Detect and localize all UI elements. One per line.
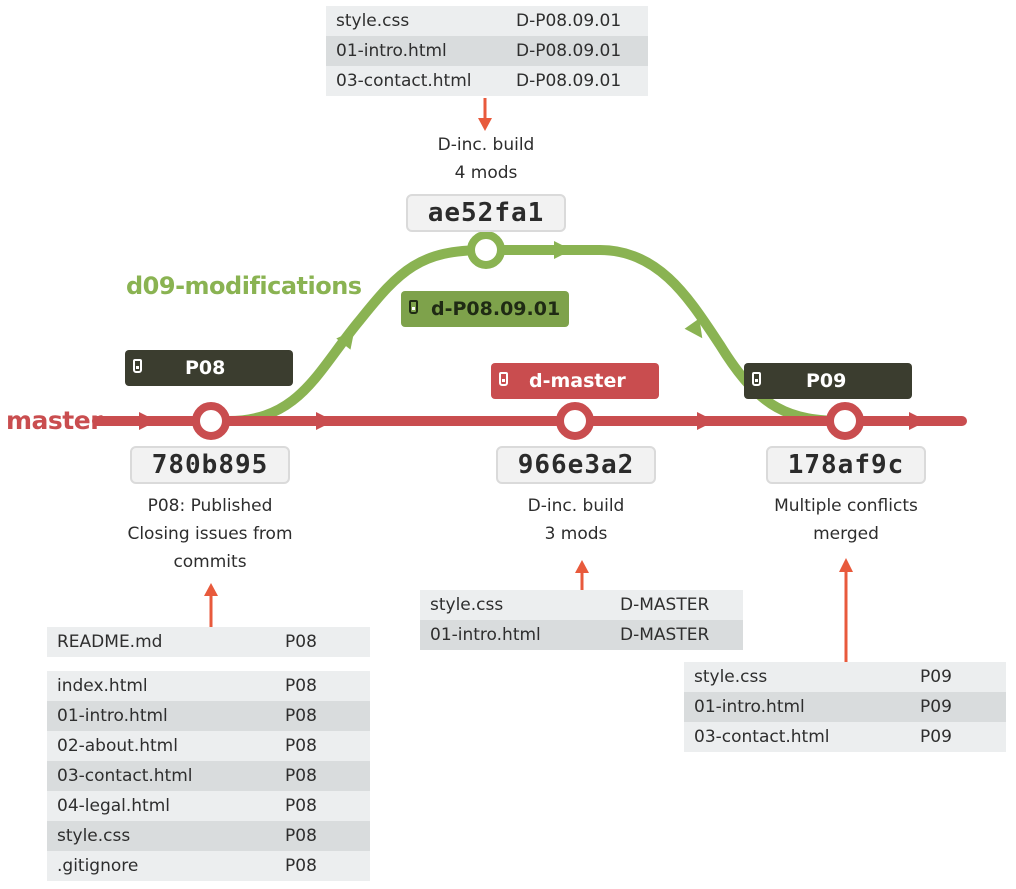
master-direction-arrow [909,412,927,430]
file-tag: P09 [920,727,952,747]
file-row: style.css P08 [47,821,370,851]
file-name: 01-intro.html [694,697,805,717]
file-tag: P08 [285,856,317,876]
file-name: style.css [336,11,410,31]
file-row: 01-intro.html D-P08.09.01 [326,36,648,66]
file-row: 03-contact.html D-P08.09.01 [326,66,648,96]
tag-p08[interactable]: P08 [125,350,293,386]
caption-line: D-inc. build [527,496,625,516]
file-row: 01-intro.html P09 [684,692,1006,722]
file-tag: P09 [920,667,952,687]
file-tag: D-P08.09.01 [516,71,622,91]
caption-line: merged [813,524,879,544]
master-direction-arrow [697,412,715,430]
file-name: 03-contact.html [694,727,830,747]
commit-caption-ae52fa1: D-inc. build 4 mods [366,131,606,187]
callout-arrowhead [575,560,589,573]
branch-direction-arrow [684,318,703,339]
file-name: 04-legal.html [57,796,171,816]
file-row: style.css P09 [684,662,1006,692]
commit-hash-178af9c[interactable]: 178af9c [766,446,926,484]
branch-label-d09-modifications: d09-modifications [126,272,362,300]
commit-hash-ae52fa1[interactable]: ae52fa1 [406,194,566,232]
tag-p09[interactable]: P09 [744,363,912,399]
callout-arrowhead [839,558,853,572]
master-direction-arrow [139,412,157,430]
file-tag: D-MASTER [620,595,710,615]
tag-label: P08 [185,357,226,379]
file-row: 01-intro.html P08 [47,701,370,731]
file-name: 01-intro.html [430,625,541,645]
caption-line: 3 mods [544,524,608,544]
commit-caption-178af9c: Multiple conflicts merged [726,492,966,548]
commit-node-178af9c [826,402,864,440]
commit-caption-780b895: P08: Published Closing issues from commi… [90,492,330,576]
file-row: 03-contact.html P09 [684,722,1006,752]
tag-label: P09 [806,370,847,392]
tag-label: d-master [529,370,626,392]
commit-node-780b895 [192,402,230,440]
file-row: README.md P08 [47,627,370,657]
commit-node-966e3a2 [556,402,594,440]
file-row: index.html P08 [47,671,370,701]
caption-line: D-inc. build [437,135,535,155]
branch-direction-arrow [554,241,572,259]
caption-line: P08: Published [147,496,273,516]
file-tag: P08 [285,676,317,696]
file-tag: P08 [285,736,317,756]
commit-hash-966e3a2[interactable]: 966e3a2 [496,446,656,484]
file-name: 02-about.html [57,736,178,756]
callout-arrowhead [204,583,218,596]
file-name: 01-intro.html [57,706,168,726]
file-row: 02-about.html P08 [47,731,370,761]
file-name: style.css [57,826,131,846]
file-row: 01-intro.html D-MASTER [420,620,743,650]
tag-icon [752,372,761,386]
file-name: 03-contact.html [336,71,472,91]
file-name: 03-contact.html [57,766,193,786]
file-tag: P08 [285,796,317,816]
commit-caption-966e3a2: D-inc. build 3 mods [456,492,696,548]
tag-icon [499,372,508,386]
file-tag: D-MASTER [620,625,710,645]
file-name: 01-intro.html [336,41,447,61]
file-row: 03-contact.html P08 [47,761,370,791]
file-name: .gitignore [57,856,139,876]
file-name: style.css [430,595,504,615]
file-tag: D-P08.09.01 [516,11,622,31]
tag-d-p08-09-01[interactable]: d-P08.09.01 [401,291,569,327]
file-tag: P08 [285,706,317,726]
file-row: style.css D-P08.09.01 [326,6,648,36]
tag-label: d-P08.09.01 [431,298,561,320]
file-tag: P08 [285,632,317,652]
file-name: README.md [57,632,163,652]
commit-hash-780b895[interactable]: 780b895 [130,446,290,484]
file-tag: P08 [285,766,317,786]
file-tag: D-P08.09.01 [516,41,622,61]
file-tag: P08 [285,826,317,846]
branch-label-master: master [6,406,103,435]
tag-d-master[interactable]: d-master [491,363,659,399]
file-row: style.css D-MASTER [420,590,743,620]
master-direction-arrow [316,412,334,430]
callout-arrowhead [478,118,492,131]
file-tag: P09 [920,697,952,717]
caption-line: commits [173,552,247,572]
file-row: 04-legal.html P08 [47,791,370,821]
tag-icon [409,300,418,314]
file-name: index.html [57,676,148,696]
file-table-readme: README.md P08 [47,627,370,657]
caption-line: Closing issues from [127,524,293,544]
file-name: style.css [694,667,768,687]
tag-icon [133,359,142,373]
commit-node-ae52fa1 [467,231,505,269]
file-row: .gitignore P08 [47,851,370,881]
branch-direction-arrow [336,329,355,350]
caption-line: 4 mods [454,163,518,183]
caption-line: Multiple conflicts [774,496,918,516]
